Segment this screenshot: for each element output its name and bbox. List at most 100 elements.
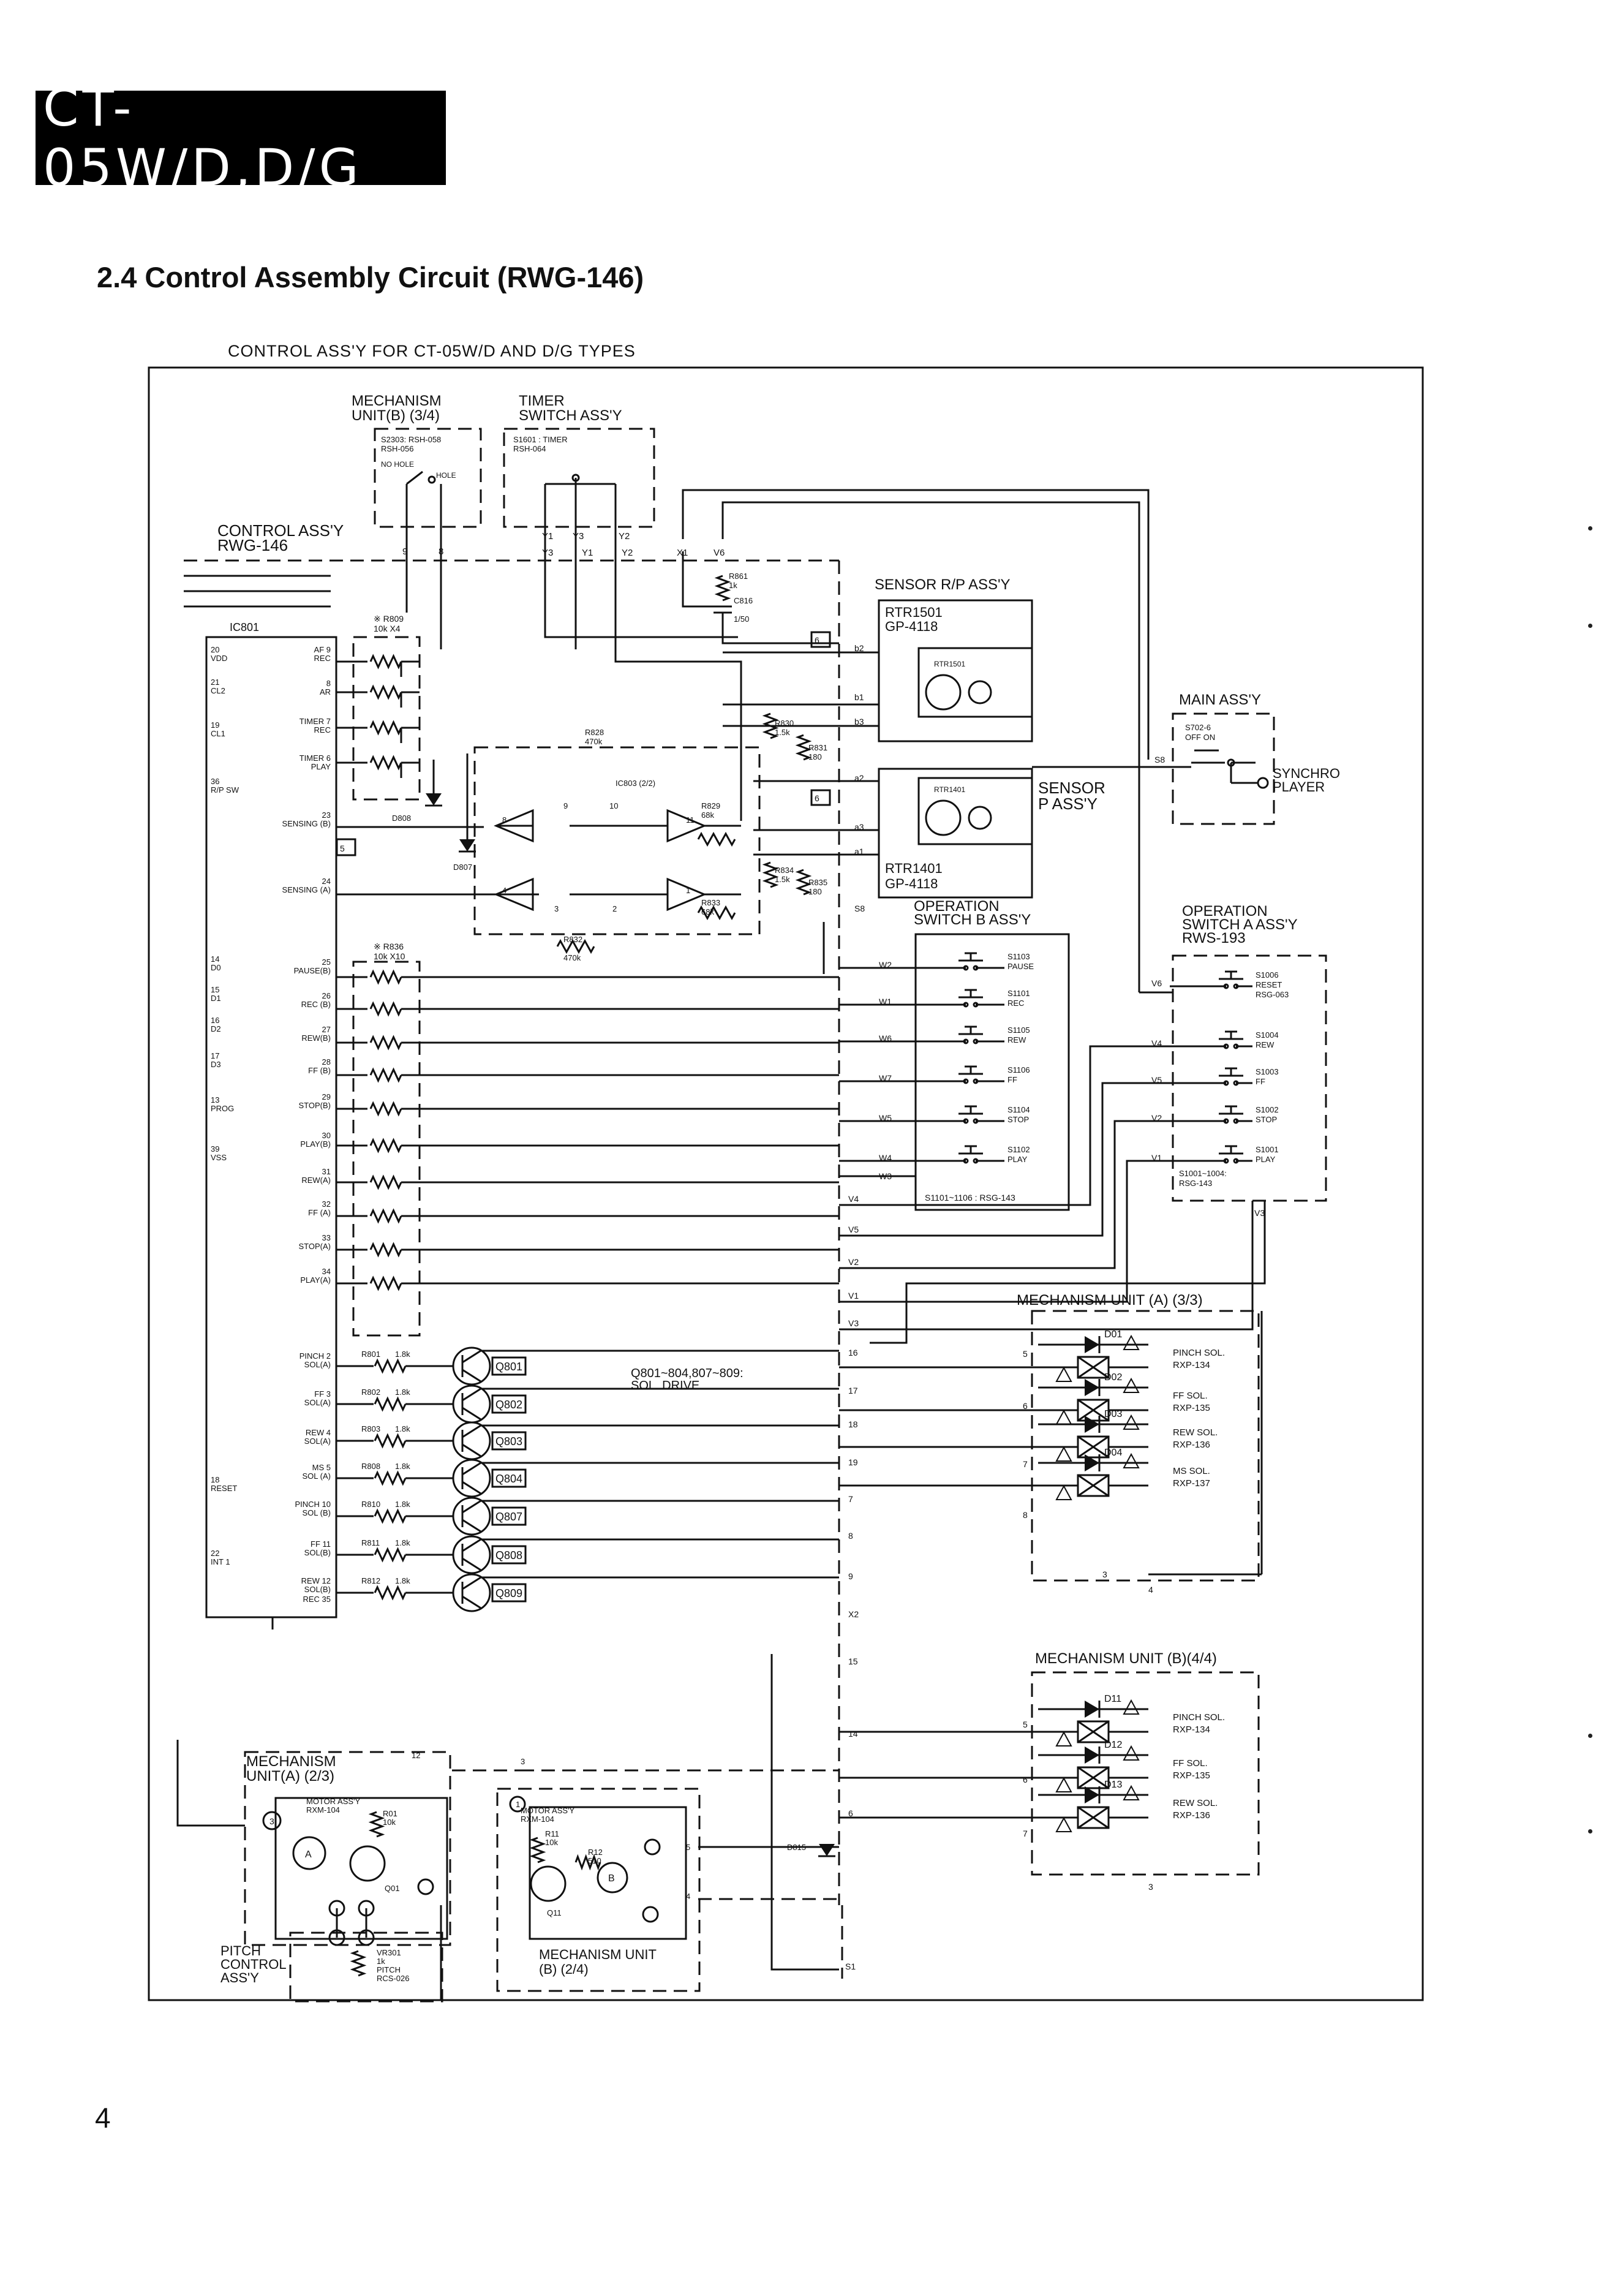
mech-b-24-label: MECHANISM UNIT <box>539 1947 657 1962</box>
switch-part: RSG-063 <box>1256 990 1289 999</box>
phototransistor-symbol <box>925 799 962 836</box>
main-assy-label: MAIN ASS'Y <box>1179 692 1261 708</box>
solenoid-cross <box>1077 1806 1109 1829</box>
ic-pin-number: 32 <box>322 1199 331 1209</box>
solenoid-model: RXP-137 <box>1173 1478 1210 1489</box>
op-a-label: RWS-193 <box>1182 930 1246 946</box>
ic-pin-name: SOL(B) <box>304 1548 331 1557</box>
resistor-value: 1.8k <box>395 1500 410 1509</box>
switch-terminal <box>1223 1118 1229 1124</box>
pin-label: 3 <box>521 1757 525 1766</box>
solenoid-cross <box>1077 1399 1109 1422</box>
wire <box>870 1160 1170 1303</box>
timer-label: SWITCH ASS'Y <box>519 407 622 424</box>
ic-pin-name: PROG <box>211 1104 234 1113</box>
ic-pin-name: CL2 <box>211 686 225 695</box>
switch-terminal <box>973 965 979 971</box>
solenoid-model: RXP-136 <box>1173 1440 1210 1450</box>
ic-pin-name: R/P SW <box>211 785 239 795</box>
ic-pin-number: 8 <box>326 679 331 688</box>
transistor-symbol <box>452 1573 491 1612</box>
pin-label: 7 <box>1023 1459 1028 1469</box>
connector-label: V4 <box>848 1194 859 1204</box>
ic-pin-name: PLAY <box>311 762 331 771</box>
ic-pin-name: SOL(A) <box>304 1360 331 1369</box>
switch-ref: S1006 <box>1256 970 1279 980</box>
switch-connector: V3 <box>1254 1208 1265 1218</box>
resistor-symbol <box>697 831 736 847</box>
terminal-label: 1 <box>516 1800 520 1809</box>
switch-function: FF <box>1256 1077 1265 1086</box>
pin-label: 3 <box>1148 1882 1153 1892</box>
mech-a-33-box <box>1031 1310 1260 1582</box>
switch-terminal <box>1223 1080 1229 1086</box>
transistor-symbol <box>452 1384 491 1424</box>
r809-label: ※ R809 <box>374 614 404 624</box>
resistor-symbol <box>369 1067 402 1083</box>
ic-pin-name: REC <box>314 725 331 734</box>
transistor-symbol <box>452 1421 491 1460</box>
transistor-collector <box>462 1500 481 1514</box>
ic803-label: IC803 (2/2) <box>616 779 655 788</box>
transistor-label: Q807 <box>495 1511 522 1523</box>
pin-label: 4 <box>686 1892 690 1901</box>
main-assy-box <box>1172 712 1275 825</box>
ic-pin-name: D3 <box>211 1060 221 1069</box>
transistor-label-box <box>491 1545 527 1565</box>
solenoid-label: REW SOL. <box>1173 1798 1218 1808</box>
connector-label: 16 <box>848 1348 858 1358</box>
ic-pin-name: SOL (A) <box>303 1471 331 1481</box>
ic-pin-number: REW 12 <box>301 1576 331 1585</box>
mech-a-23-box <box>244 1751 451 1946</box>
connector-label: Y3 <box>542 548 553 558</box>
ic-pin-name: PAUSE(B) <box>294 966 331 975</box>
mech-a-23-label: UNIT(A) (2/3) <box>246 1768 334 1784</box>
led-symbol <box>968 680 992 704</box>
section-title: 2.4 Control Assembly Circuit (RWG-146) <box>97 261 644 293</box>
ic-pin-name: CL1 <box>211 729 225 738</box>
ic-pin-name: REC <box>314 654 331 663</box>
ic-pin-name: FF (A) <box>308 1208 331 1217</box>
transistor-symbol <box>452 1497 491 1536</box>
resistor-value: 68k <box>701 810 714 820</box>
ic-pin-name: REW(B) <box>301 1033 331 1043</box>
solenoid-cross <box>1077 1720 1109 1743</box>
resistor-symbol <box>795 869 812 896</box>
switch-terminal <box>1233 983 1239 989</box>
wire <box>682 489 1150 760</box>
transistor-collector <box>462 1424 481 1438</box>
diode-label: D808 <box>392 814 411 823</box>
ic-pin-number: 39 <box>211 1144 219 1154</box>
phototransistor-symbol <box>925 674 962 711</box>
switch-function: STOP <box>1256 1115 1277 1124</box>
main-switch-label: S702-6 <box>1185 723 1211 732</box>
ic-pin-name: SENSING (A) <box>282 885 331 894</box>
resistor-label: R832 <box>563 935 582 944</box>
switch-ref: S1102 <box>1007 1145 1030 1154</box>
ic-pin-number: 36 <box>211 777 219 786</box>
motor-a-frame <box>274 1797 448 1940</box>
op-b-label: SWITCH B ASS'Y <box>914 912 1031 928</box>
resistor-symbol <box>369 1001 402 1017</box>
transistor-collector <box>462 1350 481 1364</box>
wire <box>870 1120 1170 1269</box>
solenoid-label: REW SOL. <box>1173 1427 1218 1438</box>
connector-label: V3 <box>848 1318 859 1328</box>
timer-box <box>503 428 655 528</box>
warning-icon <box>1123 1334 1140 1350</box>
resistor-symbol <box>374 1396 407 1412</box>
resistor-label: R812 <box>361 1576 380 1585</box>
resistor-symbol <box>795 734 812 761</box>
transistor-label: Q801 <box>495 1361 522 1373</box>
solenoid-cross <box>1077 1766 1109 1789</box>
vr301-label: RCS-026 <box>377 1974 409 1983</box>
ic-pin-number: FF 11 <box>311 1539 331 1549</box>
diode-label: D04 <box>1104 1448 1122 1458</box>
ic-pin-number: 22 <box>211 1549 219 1558</box>
transistor-label: Q804 <box>495 1473 522 1485</box>
resistor-symbol <box>574 1854 601 1871</box>
mech-b-44-label: MECHANISM UNIT (B)(4/4) <box>1035 1650 1217 1667</box>
r836-label: 10k X10 <box>374 951 405 961</box>
switch-terminal <box>1233 1043 1239 1049</box>
switch-terminal <box>973 1038 979 1044</box>
